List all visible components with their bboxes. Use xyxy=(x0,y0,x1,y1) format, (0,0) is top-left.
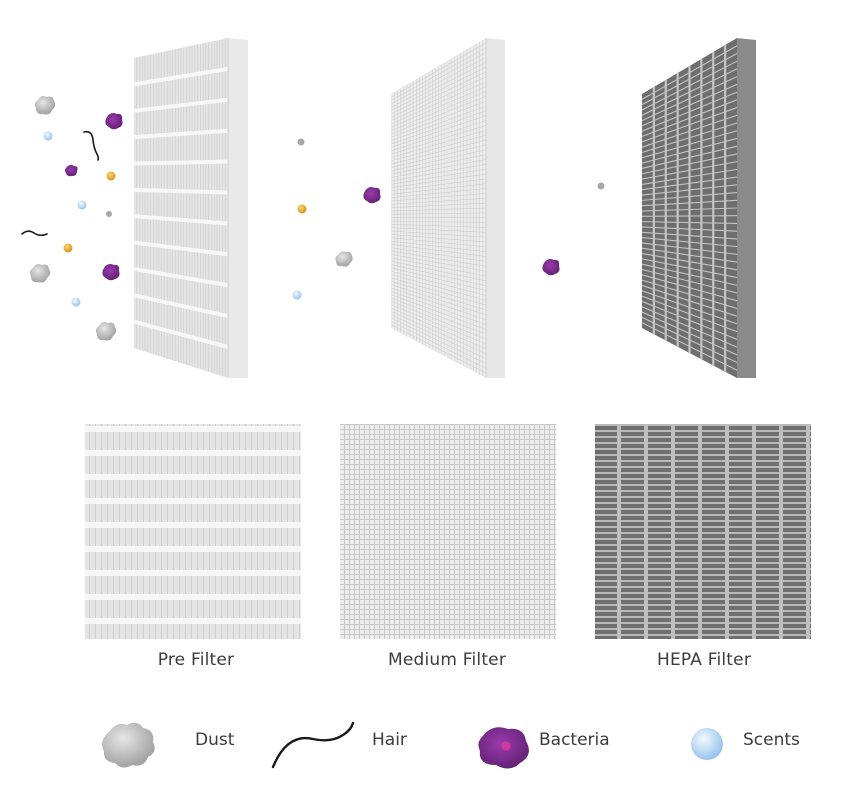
legend-bacteria-label: Bacteria xyxy=(539,730,610,750)
legend-hair: Hair xyxy=(372,730,407,750)
legend-hair-label: Hair xyxy=(372,730,407,750)
pre-filter-label: Pre Filter xyxy=(157,650,235,670)
hepa-filter-panel xyxy=(641,38,756,378)
scent-particle xyxy=(292,290,302,300)
legend-scents-label: Scents xyxy=(743,730,800,750)
legend-dust-label: Dust xyxy=(195,730,235,750)
particles-after-medium-filter xyxy=(542,182,605,276)
pre-filter-panel xyxy=(133,38,248,378)
dust-particle xyxy=(95,322,117,341)
hair-strand xyxy=(83,130,100,161)
legend-scents: Scents xyxy=(743,730,800,750)
dust-particle xyxy=(597,182,605,190)
medium-filter-panel xyxy=(390,38,505,378)
bacteria-particle xyxy=(65,164,78,177)
hepa-filter-swatch xyxy=(595,424,811,639)
hair-strand xyxy=(21,230,48,237)
bacteria-particle xyxy=(105,113,123,130)
dust-icon xyxy=(102,722,155,768)
dust-particle xyxy=(34,96,56,115)
scent-particle xyxy=(43,131,53,141)
hepa-filter-label: HEPA Filter xyxy=(656,650,752,670)
dust-particle xyxy=(106,211,112,217)
scents-icon xyxy=(691,728,723,760)
bacteria-particle xyxy=(363,187,381,204)
particles-after-pre-filter xyxy=(292,138,381,300)
legend-bacteria: Bacteria xyxy=(539,730,610,750)
dust-particle xyxy=(297,138,305,146)
medium-filter-label: Medium Filter xyxy=(387,650,507,670)
legend-dust: Dust xyxy=(195,730,234,750)
bacteria-particle xyxy=(102,264,120,281)
dust-particle xyxy=(29,264,51,283)
pollen-particle xyxy=(297,204,307,214)
pollen-particle xyxy=(106,171,116,181)
bacteria-icon xyxy=(478,727,529,769)
dust-particle xyxy=(335,251,353,267)
medium-filter-swatch xyxy=(340,424,556,639)
pollen-particle xyxy=(63,243,73,253)
scent-particle xyxy=(71,297,81,307)
bacteria-particle xyxy=(542,259,560,276)
pre-filter-swatch xyxy=(85,424,301,639)
hair-icon xyxy=(271,721,355,769)
scent-particle xyxy=(77,200,87,210)
particles-before-pre-filter xyxy=(21,96,123,341)
